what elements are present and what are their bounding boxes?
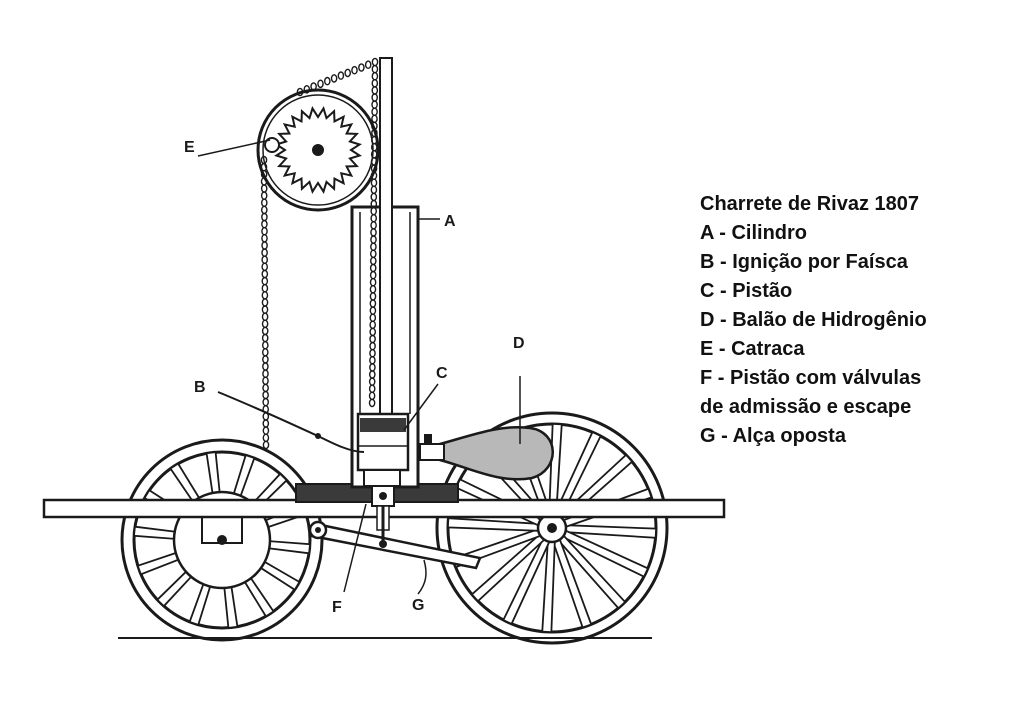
left-chain-link <box>262 433 270 443</box>
left-chain-link <box>262 376 269 386</box>
left-chain-link <box>262 419 270 428</box>
label-e: E <box>184 139 195 156</box>
left-chain-link <box>261 233 268 243</box>
legend-item-g: G - Alça oposta <box>700 425 847 447</box>
left-chain-link <box>261 298 269 307</box>
left-chain-link <box>261 305 269 314</box>
drive-chains <box>260 57 379 450</box>
top-chain-link <box>344 68 352 78</box>
legend-item-d: D - Balão de Hidrogênio <box>700 309 927 331</box>
legend-title: Charrete de Rivaz 1807 <box>700 193 919 215</box>
leader-line-g <box>417 559 427 595</box>
label-f: F <box>332 599 342 616</box>
opposite-handle <box>308 506 482 570</box>
left-chain-link <box>261 340 269 350</box>
left-chain-link <box>262 369 269 379</box>
left-chain-link <box>261 262 269 272</box>
right-chain-link <box>371 93 379 102</box>
left-chain-link <box>261 226 268 236</box>
left-chain-link <box>261 276 269 286</box>
left-chain-link <box>262 397 270 407</box>
left-chain-link <box>262 383 269 393</box>
left-chain-link <box>261 283 269 293</box>
top-chain-link <box>351 65 358 75</box>
right-chain-link <box>371 114 378 124</box>
right-chain-link <box>370 185 378 195</box>
top-chain-link <box>317 79 324 89</box>
right-chain-link <box>371 71 379 81</box>
top-chain-link <box>358 63 365 72</box>
rear-axle <box>217 535 227 545</box>
right-chain-link <box>371 64 379 74</box>
legend-item-c: C - Pistão <box>700 280 792 302</box>
front-axle <box>547 523 557 533</box>
left-chain-link <box>261 219 268 229</box>
leader-line-e <box>197 139 271 157</box>
legend-item-b: B - Ignição por Faísca <box>700 251 909 273</box>
label-a: A <box>444 213 456 230</box>
rear-wheel-spoke <box>205 451 221 498</box>
label-d: D <box>513 335 525 352</box>
left-chain-link <box>261 326 269 336</box>
ratchet-wheel <box>256 88 380 212</box>
piston <box>356 412 410 487</box>
left-chain-link <box>262 426 270 435</box>
leader-line-f <box>343 503 367 593</box>
top-chain-link <box>303 85 311 94</box>
left-chain-link <box>260 205 268 215</box>
left-chain-link <box>261 319 269 329</box>
legend-item-f-cont: de admissão e escape <box>700 396 911 418</box>
right-chain-link <box>371 57 379 67</box>
left-chain-link <box>261 347 269 357</box>
left-chain-link <box>262 355 269 364</box>
label-c: C <box>436 365 448 382</box>
left-chain-link <box>260 191 268 200</box>
left-chain-link <box>261 312 269 322</box>
left-chain-link <box>262 390 269 400</box>
top-chain-link <box>310 82 317 91</box>
leader-line-c <box>403 383 439 431</box>
left-chain-link <box>260 184 268 193</box>
right-chain-link <box>370 178 378 187</box>
legend-item-f: F - Pistão com válvulas <box>700 367 921 389</box>
hydrogen-balloon <box>419 426 554 481</box>
label-g: G <box>412 597 424 614</box>
left-chain-link <box>262 440 270 450</box>
left-chain-link <box>261 248 268 257</box>
right-chain-link <box>371 100 378 109</box>
rear-wheel-spoke <box>132 525 180 541</box>
left-chain-link <box>261 255 269 265</box>
rear-wheel-spoke <box>264 539 312 555</box>
rear-wheel <box>120 438 324 642</box>
rear-wheel-spoke <box>223 582 239 629</box>
left-chain-link <box>261 241 268 250</box>
legend: Charrete de Rivaz 1807 A - Cilindro B - … <box>700 193 927 447</box>
left-chain-link <box>261 269 269 279</box>
right-chain-link <box>370 192 378 202</box>
front-wheel-spoke <box>541 540 556 634</box>
left-chain-link <box>262 362 269 371</box>
top-chain-link <box>364 60 372 69</box>
top-chain-link <box>337 71 345 80</box>
right-chain-link <box>371 86 379 95</box>
front-wheel-spoke <box>564 524 658 539</box>
left-chain-link <box>261 212 268 222</box>
left-chain-link <box>260 198 268 207</box>
top-chain-link <box>296 87 304 97</box>
legend-item-e: E - Catraca <box>700 338 805 360</box>
left-chain-link <box>261 290 269 300</box>
top-chain-link <box>330 74 338 83</box>
right-chain-link <box>368 398 376 408</box>
legend-item-a: A - Cilindro <box>700 222 807 244</box>
label-b: B <box>194 379 206 396</box>
top-chain-link <box>323 76 331 86</box>
right-chain-link <box>371 107 378 116</box>
left-chain-link <box>261 333 269 343</box>
piston-rod <box>379 57 393 419</box>
right-chain-link <box>371 79 379 88</box>
front-wheel-spoke <box>446 517 540 532</box>
